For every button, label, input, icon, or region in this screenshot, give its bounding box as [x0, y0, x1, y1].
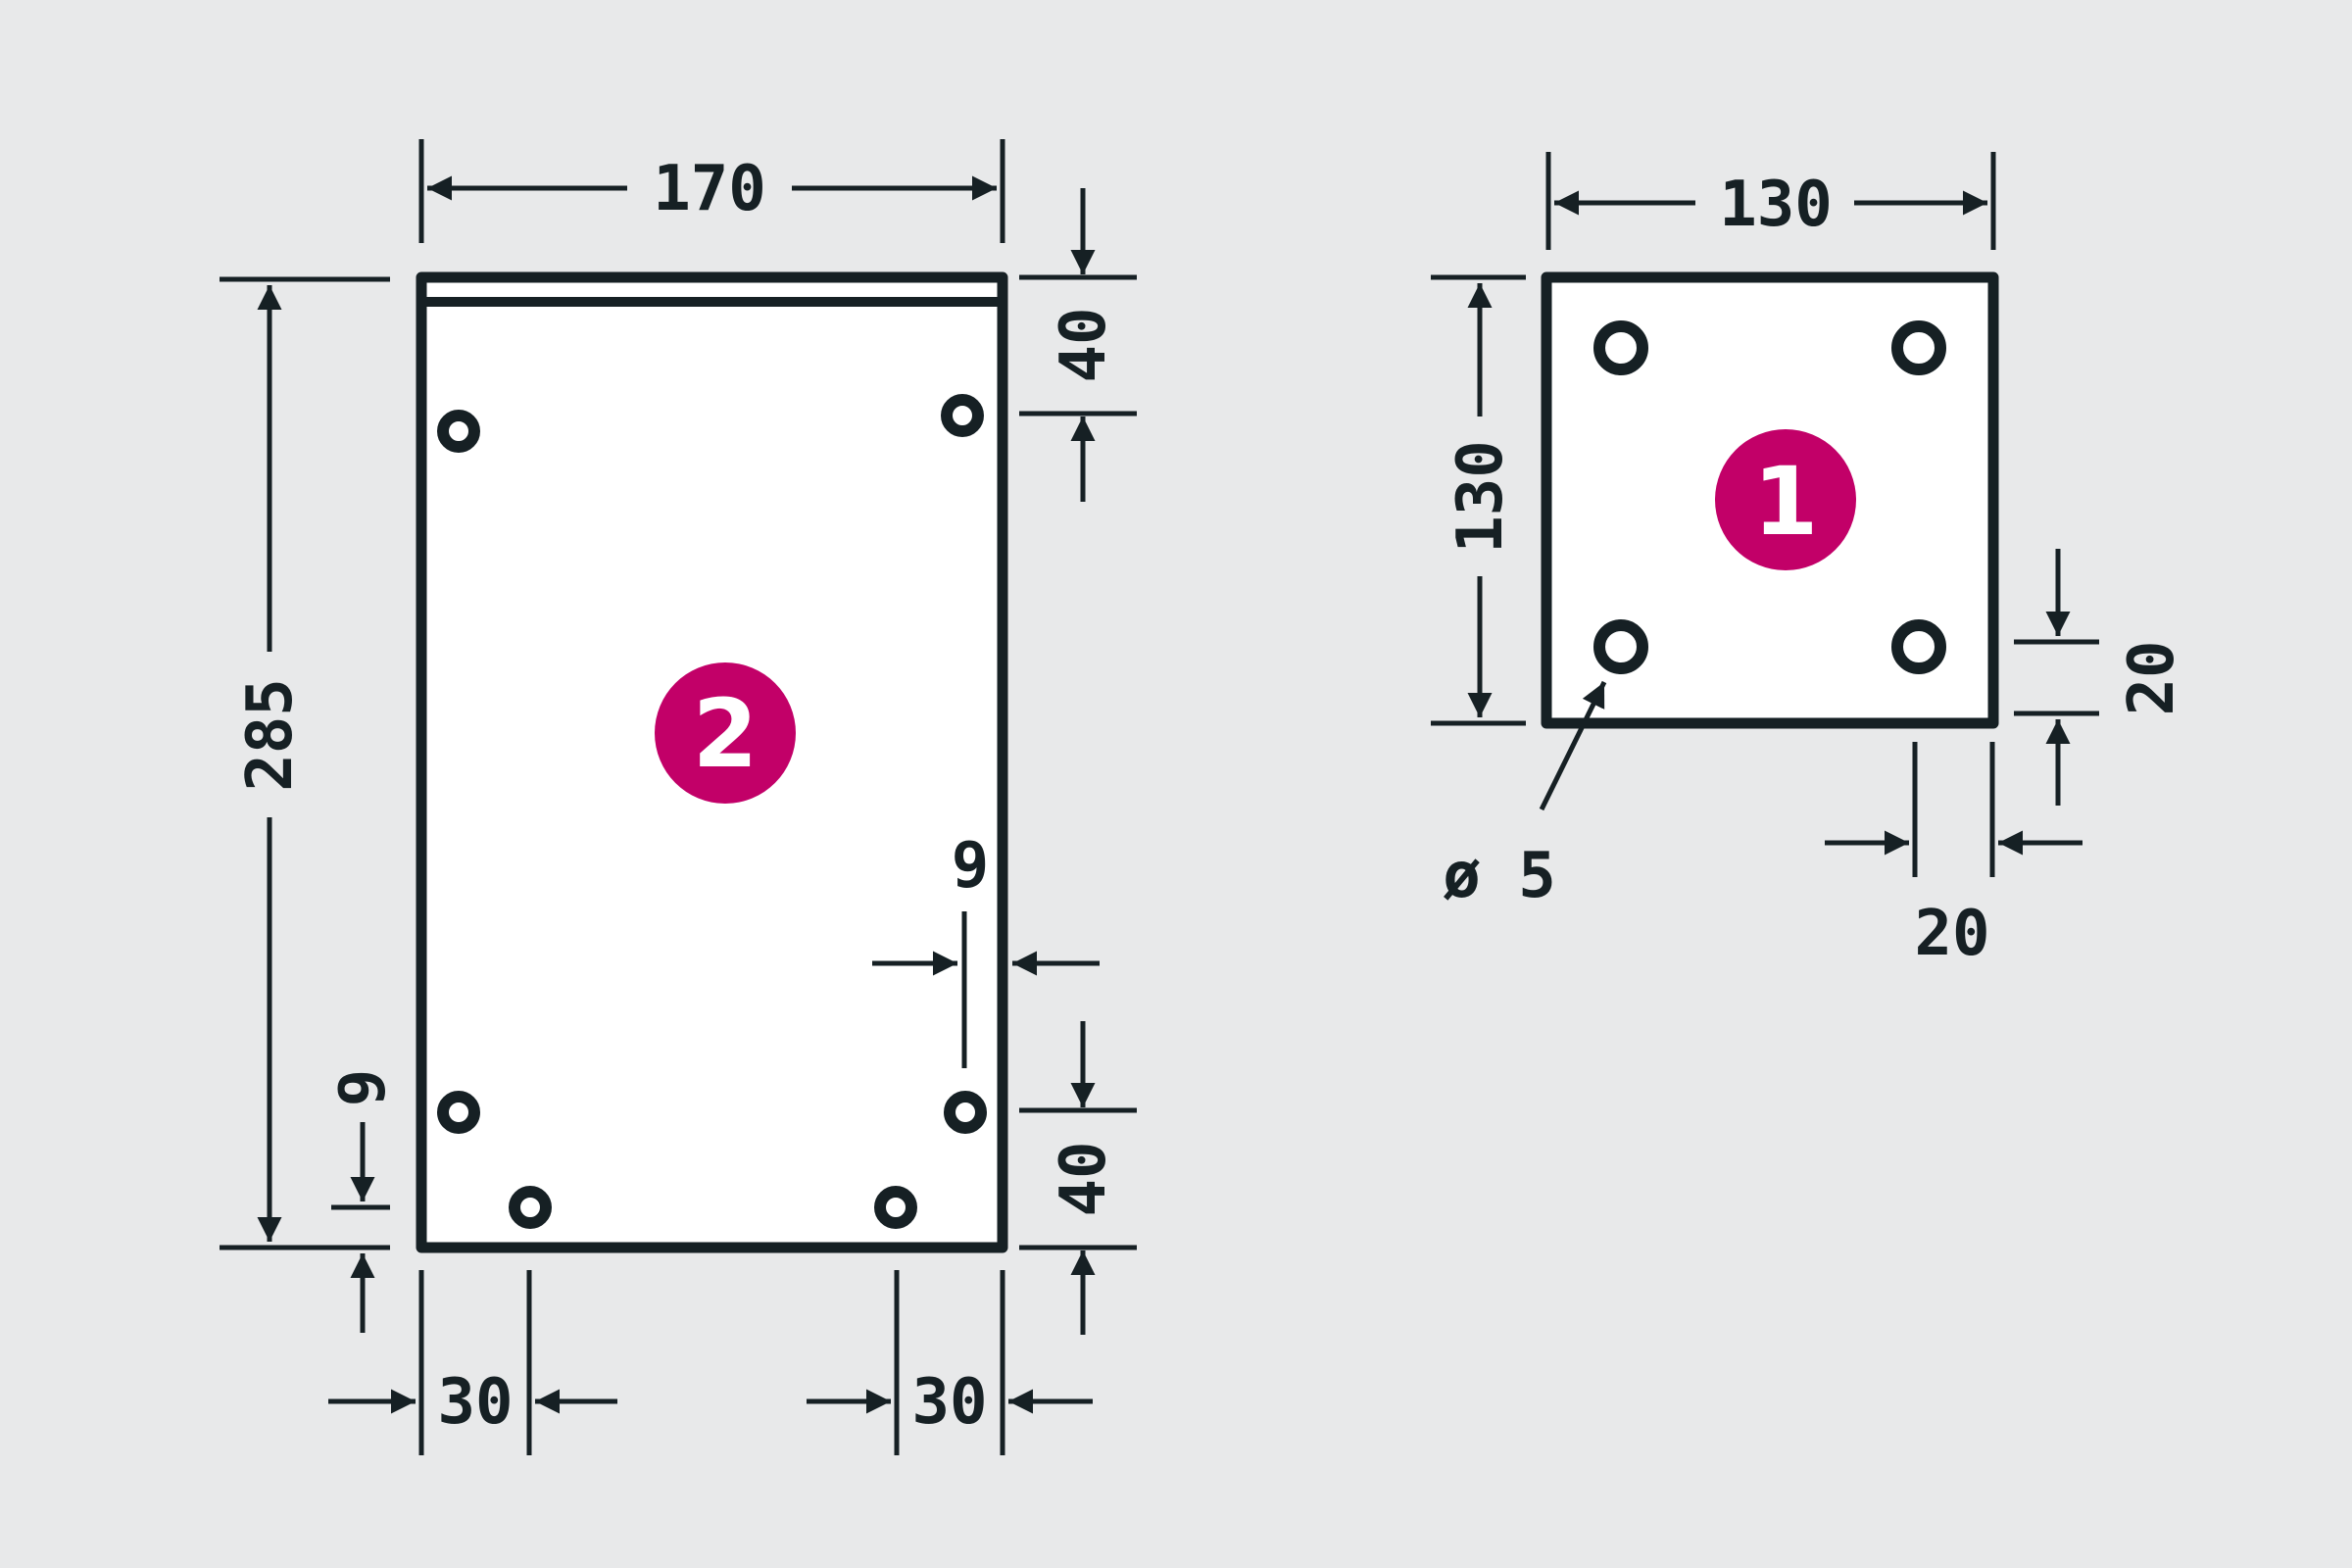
plate-1-badge-label: 1	[1753, 447, 1819, 557]
hole	[1891, 320, 1946, 375]
plate-2-width-label: 170	[653, 153, 766, 225]
plate-2-top-offset-label: 40	[1048, 307, 1120, 382]
hole	[874, 1186, 917, 1229]
plate-1: 1 130 130 20	[1431, 152, 2188, 970]
plate-1-height-label: 130	[1445, 440, 1517, 554]
hole	[944, 1091, 987, 1134]
plate-2-holes	[437, 394, 987, 1229]
plate-1-width-label: 130	[1719, 169, 1833, 241]
plate-2-bottom-offset-label: 40	[1048, 1141, 1120, 1216]
plate-1-holes	[1593, 320, 1946, 674]
hole	[509, 1186, 552, 1229]
plate-1-badge: 1	[1715, 429, 1856, 570]
plate-1-horizontal-offset-label: 20	[1914, 898, 1989, 970]
plate-2-badge: 2	[655, 662, 796, 804]
plate-2-side-hole-inset-label: 9	[952, 830, 990, 903]
plate-2-height-label: 285	[234, 678, 307, 792]
hole	[437, 410, 480, 453]
plate-1-hole-diameter-label: ø 5	[1443, 840, 1556, 912]
plate-2: 2	[220, 139, 1137, 1455]
hole	[1593, 619, 1648, 674]
plate-2-left-inset-label: 30	[437, 1366, 513, 1439]
plate-2-bottom-hole-inset-label: 9	[327, 1069, 400, 1107]
hole	[941, 394, 984, 437]
plate-2-badge-label: 2	[693, 679, 759, 789]
hole	[437, 1091, 480, 1134]
hole	[1593, 320, 1648, 375]
plate-2-right-inset-label: 30	[911, 1366, 987, 1439]
plate-1-vertical-offset-label: 20	[2116, 640, 2188, 715]
hole	[1891, 619, 1946, 674]
diameter-leader	[1539, 680, 1607, 811]
